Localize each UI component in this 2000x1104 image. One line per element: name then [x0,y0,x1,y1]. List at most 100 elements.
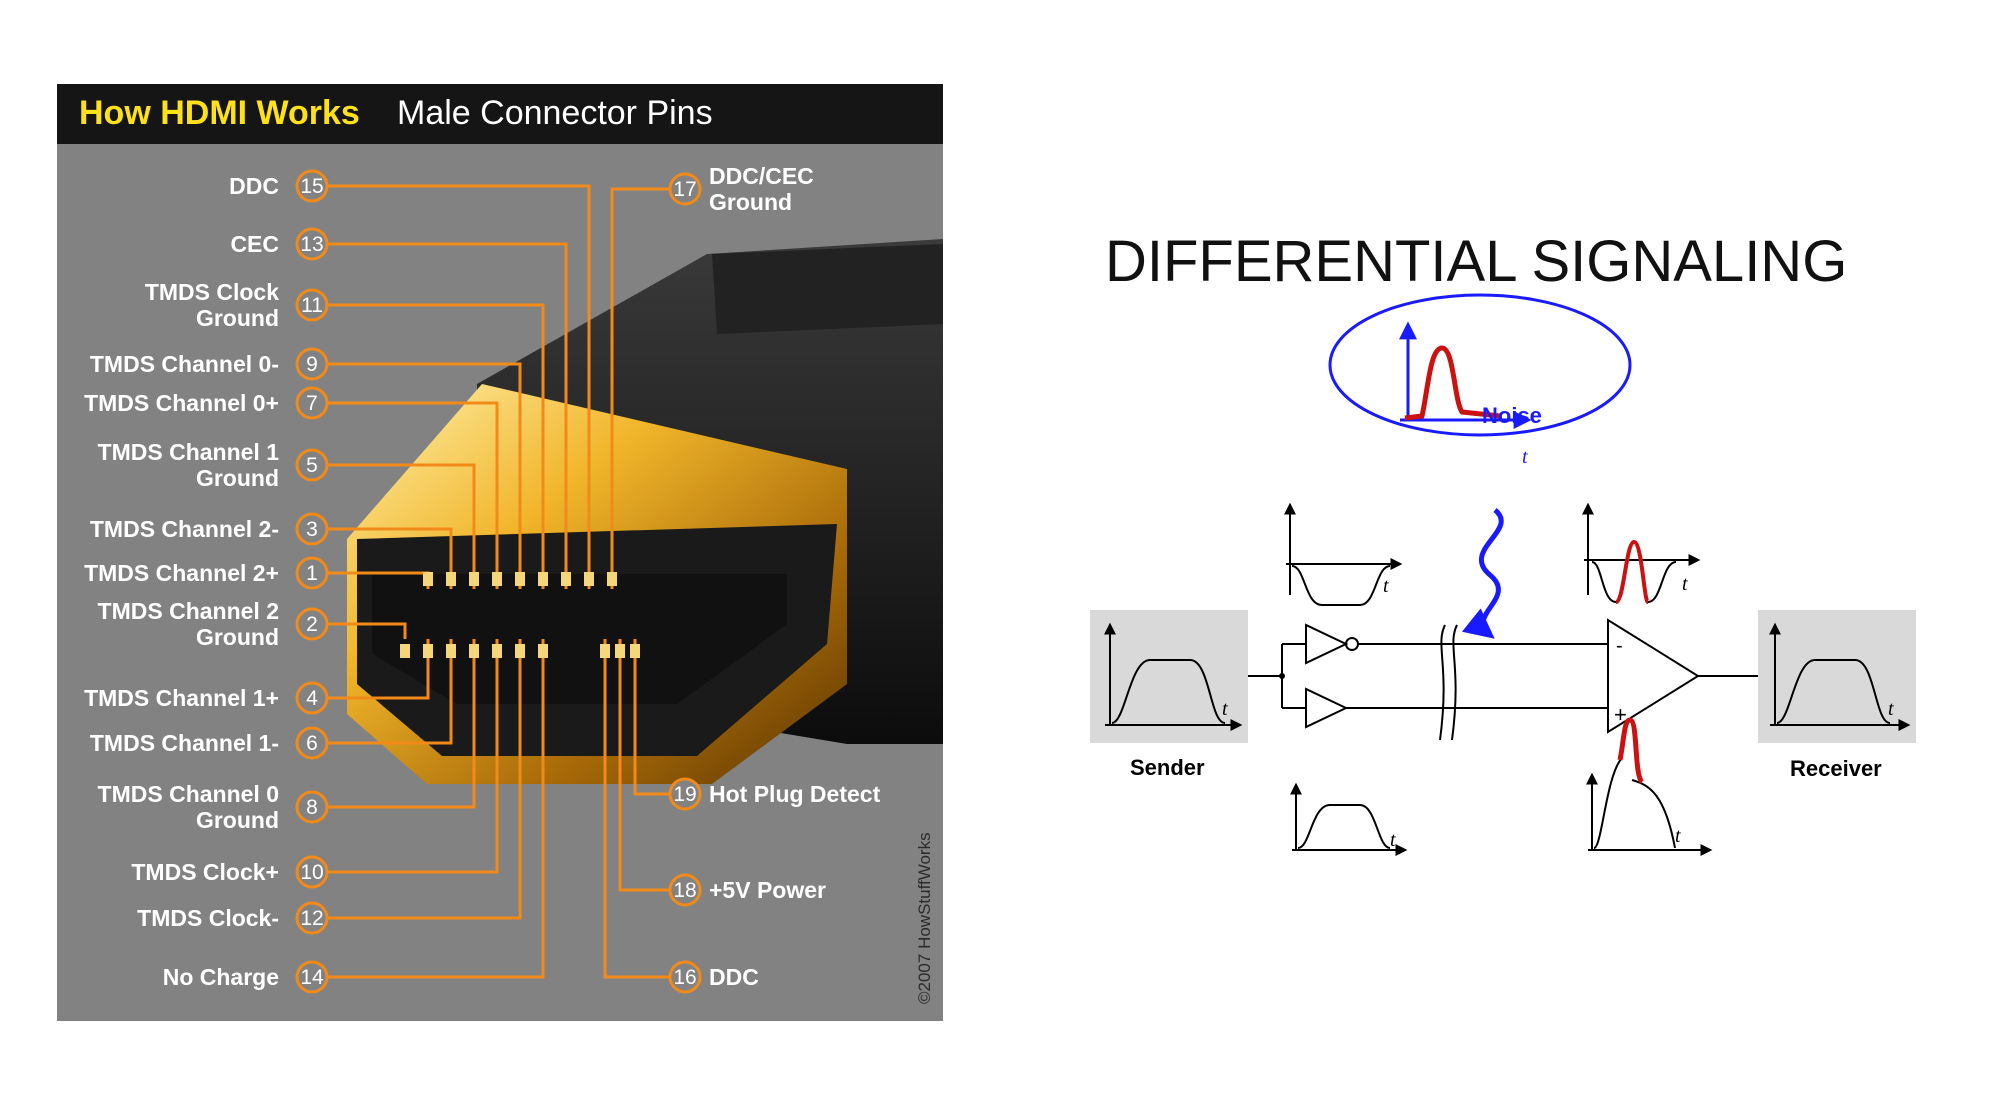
pin-number: 16 [673,966,696,989]
pin-contact [492,644,502,658]
pin-number: 18 [673,879,696,902]
amp-minus: - [1616,635,1623,657]
pin-number: 17 [673,178,696,201]
pin-label: TMDS Channel 2- [90,516,279,542]
pin-number: 14 [300,966,324,989]
pin-number-badge [295,347,329,381]
pin-contact [515,644,525,658]
pin-number-badge [295,960,329,994]
pin-label: DDC [709,964,759,990]
receiver-label: Receiver [1790,756,1882,781]
pin-number: 19 [673,783,696,806]
pin-label: TMDS Clock- [137,905,279,931]
pin-contact [492,572,502,586]
pin-leader-line [610,187,685,589]
pin-leader-line [312,639,545,979]
pin-leader-line [618,639,685,892]
pin-number-badge [668,873,702,907]
hdmi-header-bar: How HDMI Works Male Connector Pins [57,84,943,144]
pin-label: Ground [196,624,279,650]
pin-number-badge [295,227,329,261]
pin-label: +5V Power [709,877,826,903]
pin-contact [630,644,640,658]
pin-number: 8 [306,796,318,819]
pin-leader-line [312,622,407,639]
pin-number-badge [295,855,329,889]
pin-contact [423,644,433,658]
pin-leader-line [603,639,685,979]
pin-number-badge [295,288,329,322]
pin-label: CEC [230,231,279,257]
pin-number: 7 [306,392,318,415]
pin-leader-line [312,362,522,589]
noise-t-label: t [1522,446,1528,468]
noise-spike [1404,345,1501,421]
pin-number-badge [295,607,329,641]
pin-number-badge [668,960,702,994]
pin-leader-line [312,242,568,589]
pin-contact [607,572,617,586]
pin-label: Ground [709,189,792,215]
pin-label: Ground [196,305,279,331]
pin-label: DDC [229,173,279,199]
pin-contact [469,644,479,658]
pin-number: 10 [300,861,323,884]
pin-number-badge [295,386,329,420]
cable-sleeve [712,244,943,334]
pin-label: TMDS Channel 1+ [84,685,279,711]
inverted-noisy-waveform: t [1582,502,1701,604]
pin-leader-line [312,639,453,745]
pin-number-badge [668,172,702,206]
inverted-noisy-t-label: t [1682,573,1688,595]
pin-label: TMDS Channel 1- [90,730,279,756]
pin-number: 3 [306,518,318,541]
pin-contacts [400,572,640,658]
normal-noisy-t-label: t [1675,825,1681,847]
pin-number: 4 [306,687,318,710]
differential-signaling-diagram: Noise t Sender t Receiver t [1090,293,1916,856]
pin-contact [446,572,456,586]
pin-label: TMDS Channel 2 [98,598,279,624]
pin-leader-line [312,639,499,874]
pin-number-badge [295,448,329,482]
normal-waveform: t [1290,782,1408,856]
pin-contact [584,572,594,586]
pin-number-badge [295,726,329,760]
pin-leader-line [312,303,545,589]
pin-number: 6 [306,732,318,755]
pin-number: 15 [300,175,323,198]
pin-contact [446,644,456,658]
inverted-waveform: t [1284,502,1403,606]
pin-label: TMDS Channel 0- [90,351,279,377]
pin-number-badge [295,512,329,546]
pin-number: 2 [306,613,318,636]
noise-arrow [1461,508,1504,639]
pin-label: TMDS Channel 0+ [84,390,279,416]
hdmi-title: How HDMI Works [79,94,360,132]
pin-leader-lines [312,184,685,979]
normal-noisy-waveform: t [1586,717,1713,856]
differential-title: DIFFERENTIAL SIGNALING [1105,229,1848,294]
pin-label: TMDS Clock+ [131,859,279,885]
pin-number: 9 [306,353,318,376]
pin-contact [538,572,548,586]
pin-label: TMDS Clock [145,279,279,305]
circuit-wiring [1248,618,1758,741]
pin-leader-line [312,639,430,700]
pin-leader-line [633,639,685,796]
pin-number: 5 [306,454,318,477]
receiver-t-label: t [1888,698,1894,720]
normal-t-label: t [1390,829,1396,851]
pin-contact [423,572,433,586]
copyright-text: ©2007 HowStuffWorks [915,832,934,1004]
pin-label: TMDS Channel 2+ [84,560,279,586]
pin-contact [600,644,610,658]
pin-label: Hot Plug Detect [709,781,881,807]
pin-leader-line [312,527,453,589]
pin-label: TMDS Channel 1 [98,439,280,465]
amp-plus: + [1614,702,1627,727]
pin-number: 13 [300,233,323,256]
